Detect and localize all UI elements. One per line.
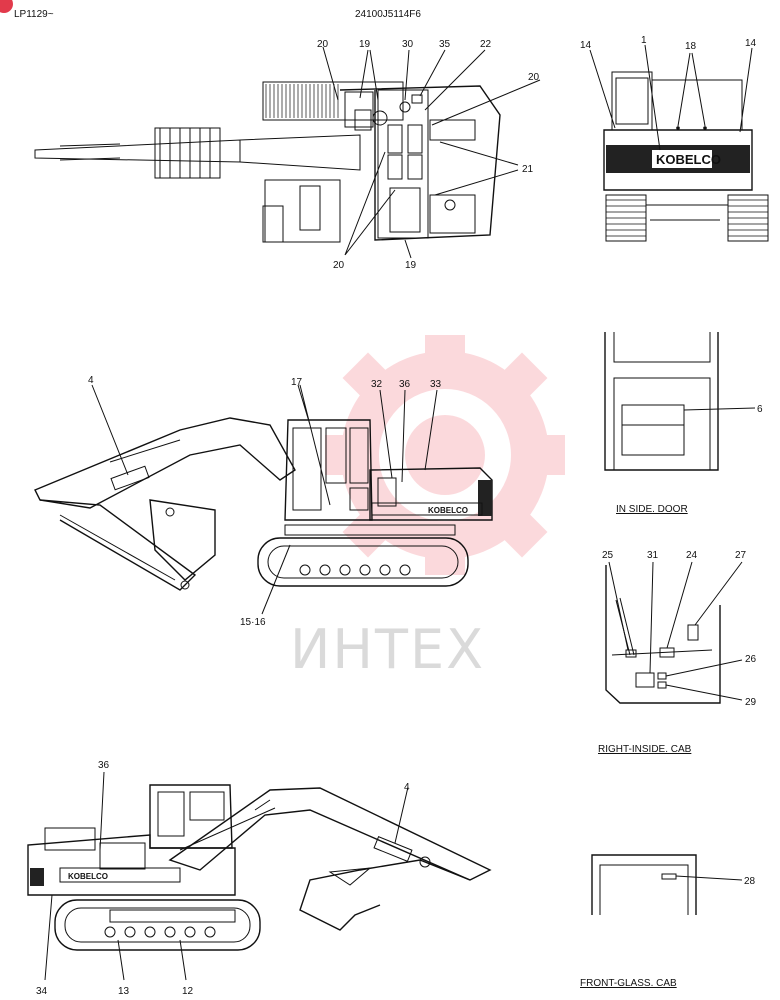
top-view-label-1: 20 <box>317 39 329 50</box>
right-cab-label-3: 24 <box>686 550 698 561</box>
side-view-left: KOBELCO 4 17 32 36 33 15·16 <box>34 375 493 628</box>
drawing-number: 24100J5114F6 <box>355 9 421 20</box>
side-view-right: KOBELCO 36 4 34 13 12 <box>27 760 492 997</box>
side-left-label-4: 36 <box>399 379 411 390</box>
side-right-label-3: 34 <box>36 986 48 997</box>
right-cab-label-1: 25 <box>602 550 614 561</box>
right-cab-caption: RIGHT-INSIDE. CAB <box>598 744 692 755</box>
kobelco-logo-rear: KOBELCO <box>656 152 721 167</box>
kobelco-logo-left: KOBELCO <box>428 506 468 515</box>
rear-view-label-4: 14 <box>745 38 757 49</box>
side-left-label-1: 4 <box>88 375 94 386</box>
top-view-label-8: 20 <box>333 260 345 271</box>
side-left-label-5: 33 <box>430 379 442 390</box>
top-view-label-5: 22 <box>480 39 492 50</box>
rear-view: KOBELCO 14 1 18 14 <box>580 35 769 242</box>
right-inside-cab-view: 25 31 24 27 26 29 RIGHT-INSIDE. CAB <box>598 550 757 755</box>
front-glass-label-1: 28 <box>744 876 756 887</box>
right-cab-label-5: 26 <box>745 654 757 665</box>
right-cab-label-4: 27 <box>735 550 747 561</box>
side-left-label-6: 15·16 <box>240 617 266 628</box>
watermark-text: ИНТЕХ <box>290 618 485 681</box>
corner-code: LP1129~ <box>14 9 54 20</box>
side-right-label-2: 4 <box>404 782 410 793</box>
side-right-label-5: 12 <box>182 986 194 997</box>
side-right-label-1: 36 <box>98 760 110 771</box>
inside-door-label-1: 6 <box>757 404 763 415</box>
front-glass-cab-view: 28 FRONT-GLASS. CAB <box>580 854 756 989</box>
top-view-label-7: 21 <box>522 164 534 175</box>
rear-view-label-1: 14 <box>580 40 592 51</box>
top-view: 20 19 30 35 22 20 21 20 19 <box>34 39 541 271</box>
top-view-label-6: 20 <box>528 72 540 83</box>
watermark-gear-icon <box>325 335 565 575</box>
right-cab-label-6: 29 <box>745 697 757 708</box>
top-view-label-4: 35 <box>439 39 451 50</box>
rear-view-label-3: 18 <box>685 41 697 52</box>
side-left-label-2: 17 <box>291 377 303 388</box>
rear-view-label-2: 1 <box>641 35 647 46</box>
inside-door-caption: IN SIDE. DOOR <box>616 504 688 515</box>
kobelco-logo-right: KOBELCO <box>68 872 108 881</box>
side-left-label-3: 32 <box>371 379 383 390</box>
inside-door-view: 6 IN SIDE. DOOR <box>604 332 763 515</box>
corner-marker-icon <box>0 0 13 13</box>
front-glass-caption: FRONT-GLASS. CAB <box>580 978 677 989</box>
top-view-label-2: 19 <box>359 39 371 50</box>
top-view-label-3: 30 <box>402 39 414 50</box>
side-right-label-4: 13 <box>118 986 130 997</box>
right-cab-label-2: 31 <box>647 550 659 561</box>
top-view-label-9: 19 <box>405 260 417 271</box>
